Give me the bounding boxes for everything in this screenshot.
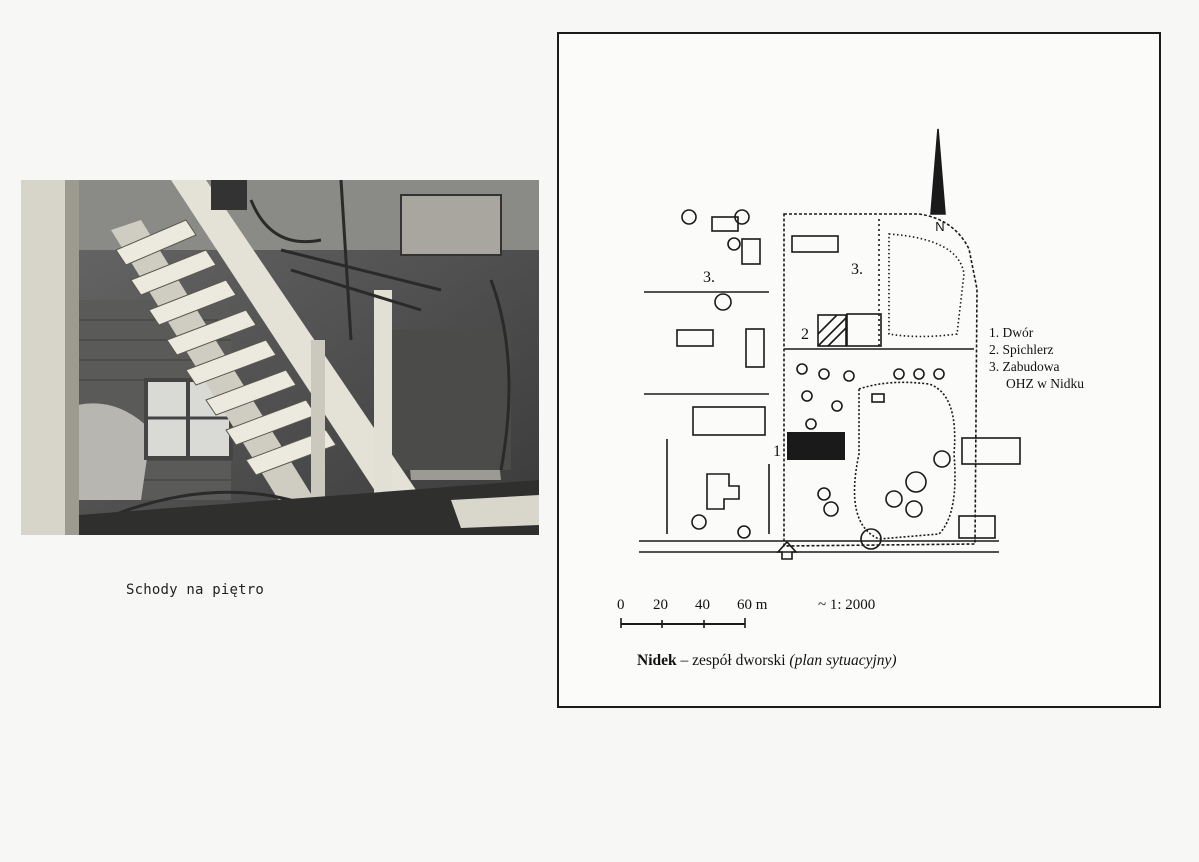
plan-title-place: Nidek <box>637 652 677 669</box>
scale-tick-label: 20 <box>653 597 668 613</box>
plan-title-note: (plan sytuacyjny) <box>789 652 897 669</box>
plan-legend: 1. Dwór 2. Spichlerz 3. Zabudowa OHZ w N… <box>989 324 1084 392</box>
legend-item: OHZ w Nidku <box>1006 376 1084 391</box>
north-arrow-icon <box>930 128 946 215</box>
scale-ratio: ~ 1: 2000 <box>818 597 876 613</box>
plan-title-separator: – <box>676 652 693 669</box>
plan-title-description: zespół dworski <box>692 652 786 669</box>
scale-tick-label: 60 m <box>737 597 768 613</box>
legend-item: 1. Dwór <box>989 325 1034 340</box>
scale-tick-label: 0 <box>617 597 625 613</box>
legend-item: 3. Zabudowa <box>989 359 1060 374</box>
dwor-building <box>787 432 845 460</box>
area-marker-dwor: 1 <box>773 443 781 460</box>
scale-tick-label: 40 <box>695 597 710 613</box>
area-marker-zabudowa-right: 3. <box>851 261 863 278</box>
area-marker-zabudowa-left: 3. <box>703 269 715 286</box>
plan-title: Nidek – zespół dworski (plan sytuacyjny) <box>637 652 897 670</box>
staircase-photo-image <box>21 180 539 535</box>
area-marker-spichlerz: 2 <box>801 326 809 343</box>
site-plan-frame: N 1 2 3. 3. 1. Dwór 2. Spichlerz 3. Zabu… <box>557 32 1161 708</box>
site-plan-drawing: N 1 2 3. 3. <box>620 128 1021 628</box>
staircase-photo <box>21 180 539 535</box>
north-label: N <box>935 219 944 234</box>
legend-item: 2. Spichlerz <box>989 342 1054 357</box>
photo-caption: Schody na piętro <box>126 582 265 598</box>
